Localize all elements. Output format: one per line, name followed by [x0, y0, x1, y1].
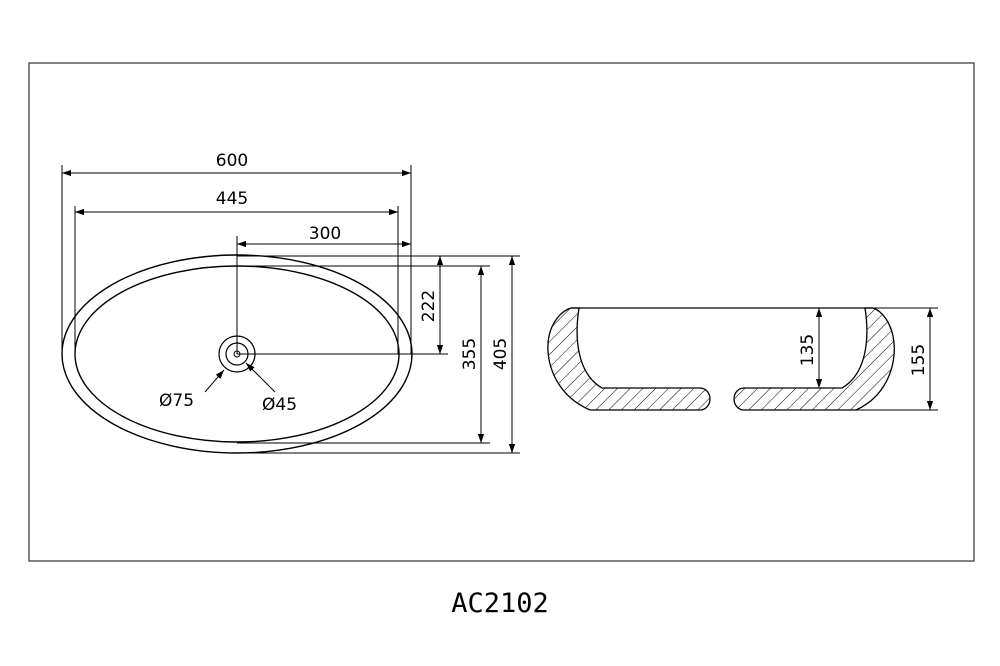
- dim-label-445: 445: [216, 189, 248, 209]
- section-right-wall: [733, 307, 895, 411]
- side-section-view: [547, 307, 938, 411]
- dim-label-135: 135: [798, 334, 818, 366]
- dim-label-600: 600: [216, 151, 248, 171]
- dim-label-155: 155: [909, 344, 929, 376]
- dim-label-diameter-45: Ø45: [262, 395, 297, 415]
- dim-label-355: 355: [460, 338, 480, 370]
- leader-75: [204, 369, 225, 393]
- section-left-wall: [547, 307, 711, 411]
- dim-label-diameter-75: Ø75: [159, 391, 194, 411]
- top-view: [61, 165, 520, 454]
- dim-label-300: 300: [309, 224, 341, 244]
- leader-45: [245, 362, 276, 393]
- dim-label-222: 222: [419, 290, 439, 322]
- drawing-frame: [28, 62, 975, 562]
- model-number: AC2102: [451, 588, 549, 619]
- dim-label-405: 405: [491, 338, 511, 370]
